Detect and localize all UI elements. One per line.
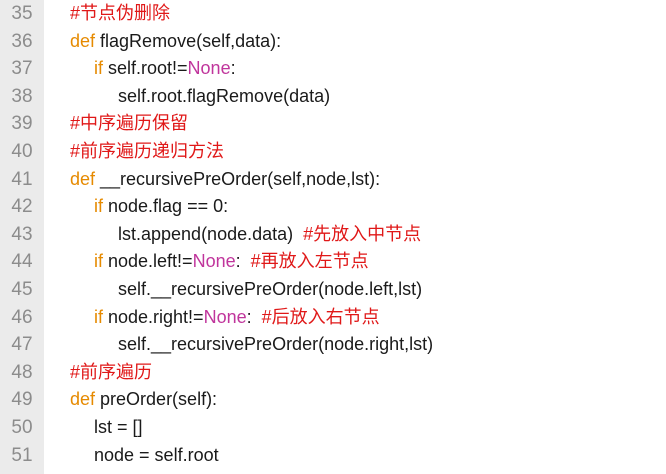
code-token: preOrder(self): <box>95 389 218 410</box>
code-token: : <box>235 251 251 272</box>
line-number: 41 <box>11 168 33 190</box>
code-token: : <box>246 306 262 327</box>
code-text: if node.right!=None: #后放入右节点 <box>94 304 380 331</box>
code-text: def __recursivePreOrder(self,node,lst): <box>70 166 380 193</box>
code-text: #节点伪删除 <box>70 0 170 27</box>
keyword-token: if <box>94 196 103 217</box>
code-token: node.flag == 0: <box>103 196 229 217</box>
line-number: 42 <box>11 196 33 218</box>
keyword-token: if <box>94 58 103 79</box>
comment-token: #节点伪删除 <box>70 3 171 23</box>
code-line: 47 self.__recursivePreOrder(node.right,ls… <box>0 331 666 358</box>
constant-token: None <box>192 251 236 272</box>
code-text: if node.flag == 0: <box>94 193 228 220</box>
code-line: 49 def preOrder(self): <box>0 386 666 413</box>
code-token: self.__recursivePreOrder(node.right,lst) <box>118 334 434 355</box>
code-token: self.root!= <box>103 58 188 79</box>
line-number: 48 <box>11 361 33 383</box>
code-text: #前序遍历递归方法 <box>70 138 224 165</box>
line-number: 45 <box>11 279 33 300</box>
code-token: lst = [] <box>94 417 143 437</box>
code-line: 40 #前序遍历递归方法 <box>0 138 666 165</box>
code-token: node.left!= <box>103 251 193 272</box>
code-token: : <box>230 58 236 79</box>
code-line: 41 def __recursivePreOrder(self,node,lst)… <box>0 166 666 193</box>
line-number: 37 <box>11 58 33 80</box>
code-token: self.root.flagRemove(data) <box>118 85 331 106</box>
constant-token: None <box>203 306 247 327</box>
code-line: 51 node = self.root <box>0 442 666 469</box>
code-line: 50 lst = [] <box>0 414 666 441</box>
code-line: 36 def flagRemove(self,data): <box>0 28 666 55</box>
code-line: 35 #节点伪删除 <box>0 0 666 27</box>
comment-token: #先放入中节点 <box>303 223 422 244</box>
comment-token: #再放入左节点 <box>250 251 369 272</box>
code-token: flagRemove(self,data): <box>95 30 282 51</box>
code-line: 43 lst.append(node.data) #先放入中节点 <box>0 221 666 248</box>
keyword-token: def <box>70 168 96 189</box>
code-line: 42 if node.flag == 0: <box>0 193 666 220</box>
line-number: 50 <box>11 417 33 438</box>
line-number: 51 <box>11 444 33 466</box>
code-text: if self.root!=None: <box>94 55 236 82</box>
code-text: lst.append(node.data) #先放入中节点 <box>118 221 421 248</box>
line-number: 43 <box>11 223 33 245</box>
code-line: 45 self.__recursivePreOrder(node.left,lst… <box>0 276 666 303</box>
line-number: 44 <box>11 251 33 273</box>
line-number: 49 <box>11 389 33 411</box>
comment-token: #前序遍历递归方法 <box>70 141 225 161</box>
code-line: 46 if node.right!=None: #后放入右节点 <box>0 304 666 331</box>
code-token: self.__recursivePreOrder(node.left,lst) <box>118 279 423 299</box>
line-number: 35 <box>11 3 33 24</box>
line-number: 39 <box>11 113 33 135</box>
line-number: 47 <box>11 334 33 356</box>
code-line: 37 if self.root!=None: <box>0 55 666 82</box>
keyword-token: def <box>70 30 96 51</box>
line-number-gutter <box>0 0 44 474</box>
code-text: self.__recursivePreOrder(node.right,lst) <box>118 331 433 358</box>
code-text: self.root.flagRemove(data) <box>118 83 330 110</box>
code-text: #中序遍历保留 <box>70 110 188 137</box>
line-number: 36 <box>11 30 33 52</box>
code-text: self.__recursivePreOrder(node.left,lst) <box>118 276 422 303</box>
line-number: 38 <box>11 85 33 107</box>
comment-token: #中序遍历保留 <box>70 113 189 134</box>
line-number: 40 <box>11 141 33 162</box>
code-line: 44 if node.left!=None: #再放入左节点 <box>0 248 666 275</box>
comment-token: #前序遍历 <box>70 361 153 382</box>
keyword-token: if <box>94 306 103 327</box>
keyword-token: if <box>94 251 103 272</box>
code-line: 48 #前序遍历 <box>0 359 666 386</box>
code-token: lst.append(node.data) <box>118 223 304 244</box>
keyword-token: def <box>70 389 96 410</box>
code-text: lst = [] <box>94 414 143 441</box>
line-number: 46 <box>11 306 33 328</box>
comment-token: #后放入右节点 <box>261 306 380 327</box>
code-text: def flagRemove(self,data): <box>70 28 281 55</box>
code-line: 38 self.root.flagRemove(data) <box>0 83 666 110</box>
code-text: #前序遍历 <box>70 359 152 386</box>
code-token: __recursivePreOrder(self,node,lst): <box>95 168 381 189</box>
code-line: 39 #中序遍历保留 <box>0 110 666 137</box>
constant-token: None <box>187 58 231 79</box>
code-text: node = self.root <box>94 442 219 469</box>
code-text: if node.left!=None: #再放入左节点 <box>94 248 369 275</box>
code-text: def preOrder(self): <box>70 386 217 413</box>
code-token: node = self.root <box>94 444 219 465</box>
code-token: node.right!= <box>103 306 204 327</box>
